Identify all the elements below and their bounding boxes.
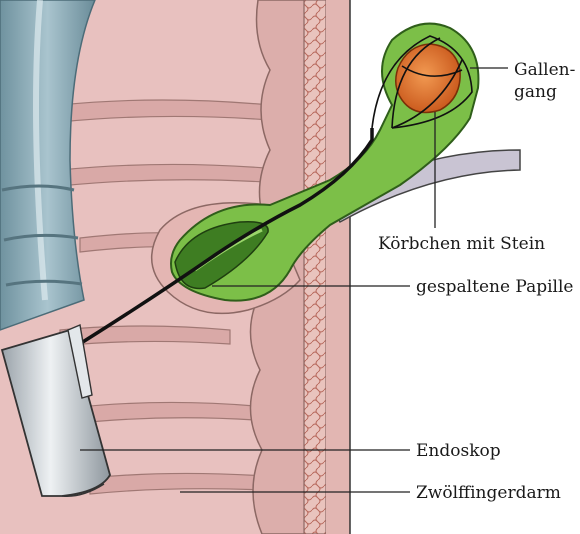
tissue-column <box>304 0 326 534</box>
label-zwoelffingerdarm: Zwölffingerdarm <box>416 485 561 502</box>
label-gallengang-2: gang <box>514 84 557 101</box>
label-gallengang-1: Gallen- <box>514 62 575 79</box>
label-gespaltene-papille: gespaltene Papille <box>416 279 574 296</box>
label-koerbchen-mit-stein: Körbchen mit Stein <box>378 236 545 253</box>
outer-wall <box>326 0 350 534</box>
label-endoskop: Endoskop <box>416 443 501 460</box>
